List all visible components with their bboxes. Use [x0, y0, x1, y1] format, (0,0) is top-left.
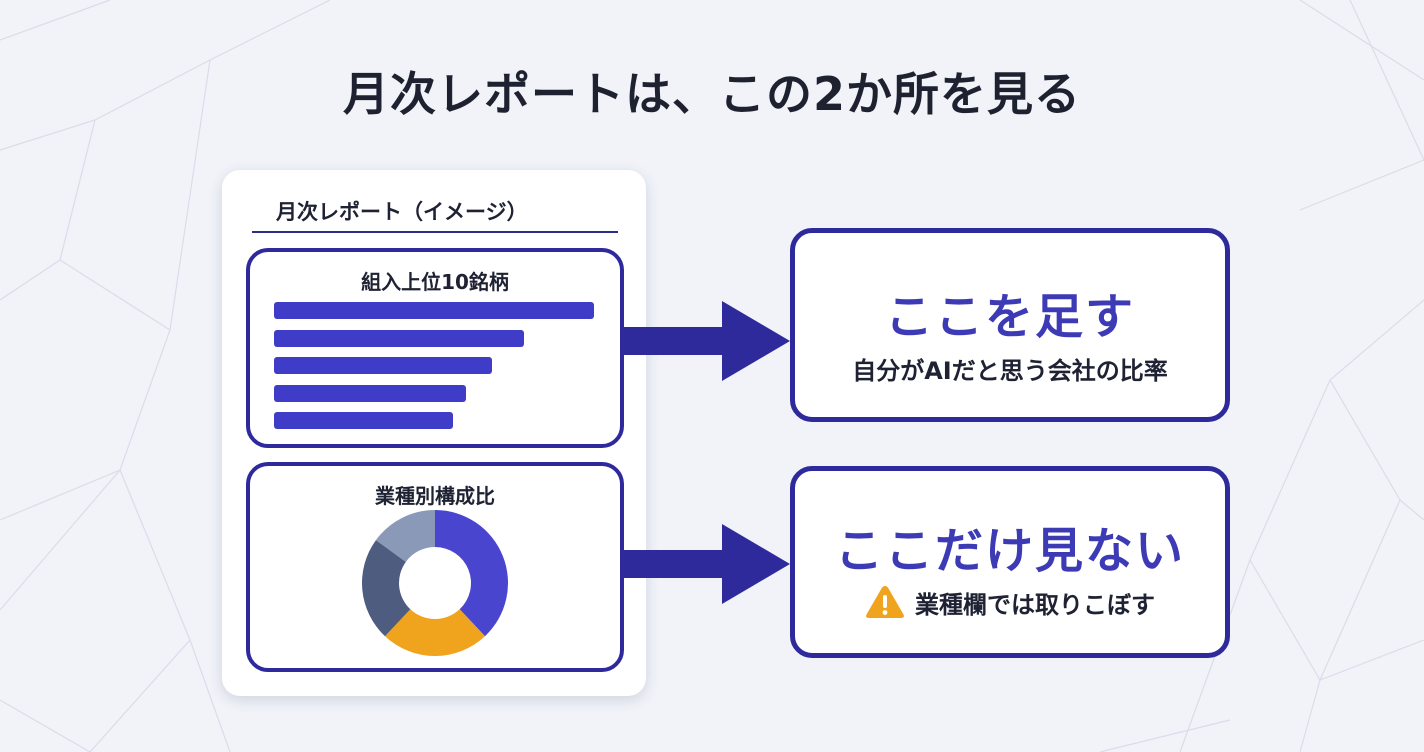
- monthly-report-card: 月次レポート（イメージ） 組入上位10銘柄 業種別構成比: [222, 170, 646, 696]
- page-title: 月次レポートは、この2か所を見る: [342, 67, 1081, 121]
- warning-icon: [866, 586, 904, 618]
- donut-slice: [362, 540, 411, 637]
- sector-breakdown-title: 業種別構成比: [375, 484, 495, 508]
- holding-bar: [274, 302, 594, 319]
- add-callout-subtext: 自分がAIだと思う会社の比率: [852, 357, 1168, 385]
- skip-callout-box: ここだけ見ない 業種欄では取りこぼす: [790, 466, 1230, 658]
- holding-bar: [274, 329, 524, 347]
- skip-callout-subtext: 業種欄では取りこぼす: [915, 590, 1155, 619]
- sector-breakdown-panel: 業種別構成比: [246, 462, 624, 672]
- add-callout-box: ここを足す 自分がAIだと思う会社の比率: [790, 228, 1230, 422]
- donut-slice: [435, 510, 508, 637]
- holdings-bar-chart: [274, 302, 604, 436]
- top-holdings-title: 組入上位10銘柄: [361, 270, 509, 294]
- sector-donut-chart: [362, 510, 508, 656]
- report-heading: 月次レポート（イメージ）: [276, 200, 528, 224]
- arrow-to-skip-callout: [622, 524, 790, 604]
- holding-bar: [274, 412, 454, 429]
- skip-callout-subtext-row: 業種欄では取りこぼす: [795, 584, 1225, 626]
- arrow-to-add-callout: [622, 301, 790, 381]
- add-callout-headline: ここを足す: [884, 289, 1135, 345]
- warning-row: 業種欄では取りこぼす: [865, 584, 1155, 620]
- donut-slice: [385, 609, 485, 656]
- top-holdings-panel: 組入上位10銘柄: [246, 248, 624, 448]
- report-heading-divider: [252, 231, 618, 233]
- holding-bar: [274, 384, 466, 402]
- skip-callout-headline: ここだけ見ない: [834, 523, 1185, 579]
- donut-slice: [375, 510, 435, 562]
- holding-bar: [274, 357, 492, 374]
